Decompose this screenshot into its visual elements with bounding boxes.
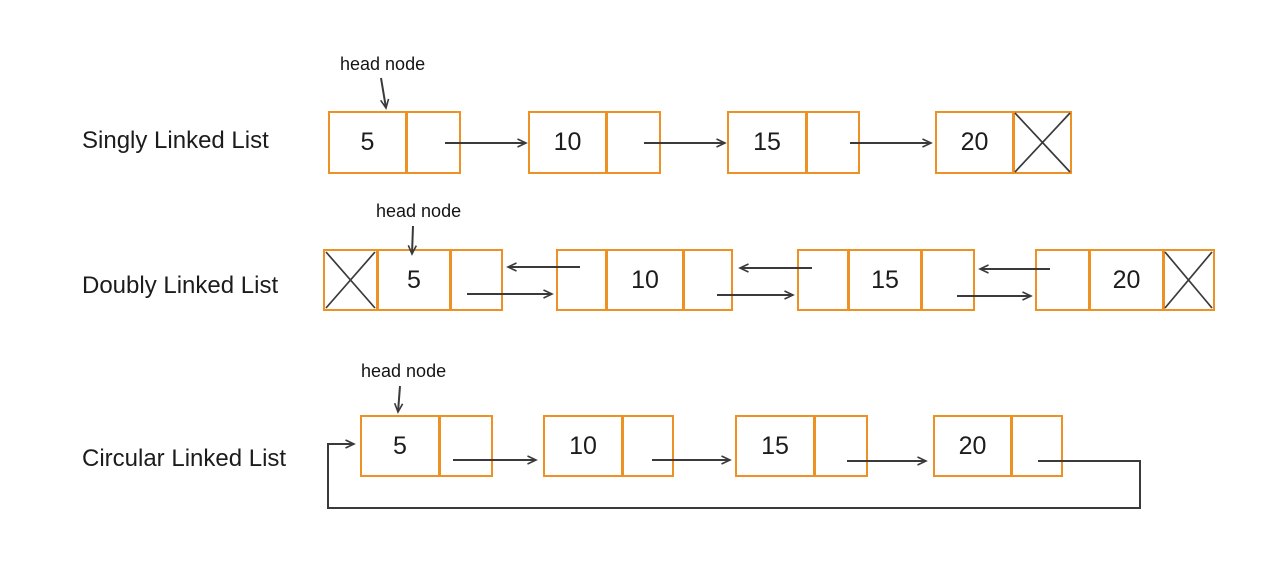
pointer-cell [813,417,866,475]
head-node-label-doubly: head node [376,201,462,221]
next-cell-null [1162,251,1213,309]
prev-cell-null [325,251,379,309]
list-label-doubly: Doubly Linked List [82,272,279,299]
next-cell [682,251,731,309]
pointer-cell [621,417,672,475]
singly-node-3: 15 [727,111,860,174]
node-value: 5 [407,265,421,294]
list-label-singly: Singly Linked List [82,127,269,154]
doubly-node-2: 10 [556,249,733,311]
singly-node-4: 20 [935,111,1072,174]
prev-cell [799,251,850,309]
node-value: 10 [569,431,597,460]
prev-cell [558,251,608,309]
node-value: 5 [393,431,407,460]
pointer-cell [405,113,459,172]
node-value: 20 [960,128,989,156]
doubly-node-4: 20 [1035,249,1215,311]
node-value: 10 [553,128,582,156]
pointer-cell [438,417,491,475]
node-value: 15 [753,128,781,156]
node-value: 5 [360,128,375,156]
pointer-cell [805,113,858,172]
list-label-circular: Circular Linked List [82,445,287,472]
doubly-node-3: 15 [797,249,975,311]
circular-node-4: 20 [933,415,1063,477]
singly-node-1: 5 [328,111,461,174]
pointer-cell-null [1012,113,1070,172]
head-node-label-circular: head node [361,361,447,381]
circular-node-1: 5 [360,415,493,477]
pointer-cell [1010,417,1061,475]
next-cell [920,251,973,309]
node-value: 20 [1112,265,1141,294]
circular-node-2: 10 [543,415,674,477]
head-arrow-singly [379,77,390,110]
prev-cell [1037,251,1091,309]
doubly-node-1: 5 [323,249,503,311]
head-node-label-singly: head node [340,54,426,74]
head-arrow-circular [393,385,404,414]
node-value: 10 [631,265,659,294]
circular-node-3: 15 [735,415,868,477]
next-cell [449,251,501,309]
node-value: 20 [958,431,987,460]
node-value: 15 [761,431,789,460]
singly-node-2: 10 [528,111,661,174]
pointer-cell [605,113,659,172]
node-value: 15 [871,265,899,294]
